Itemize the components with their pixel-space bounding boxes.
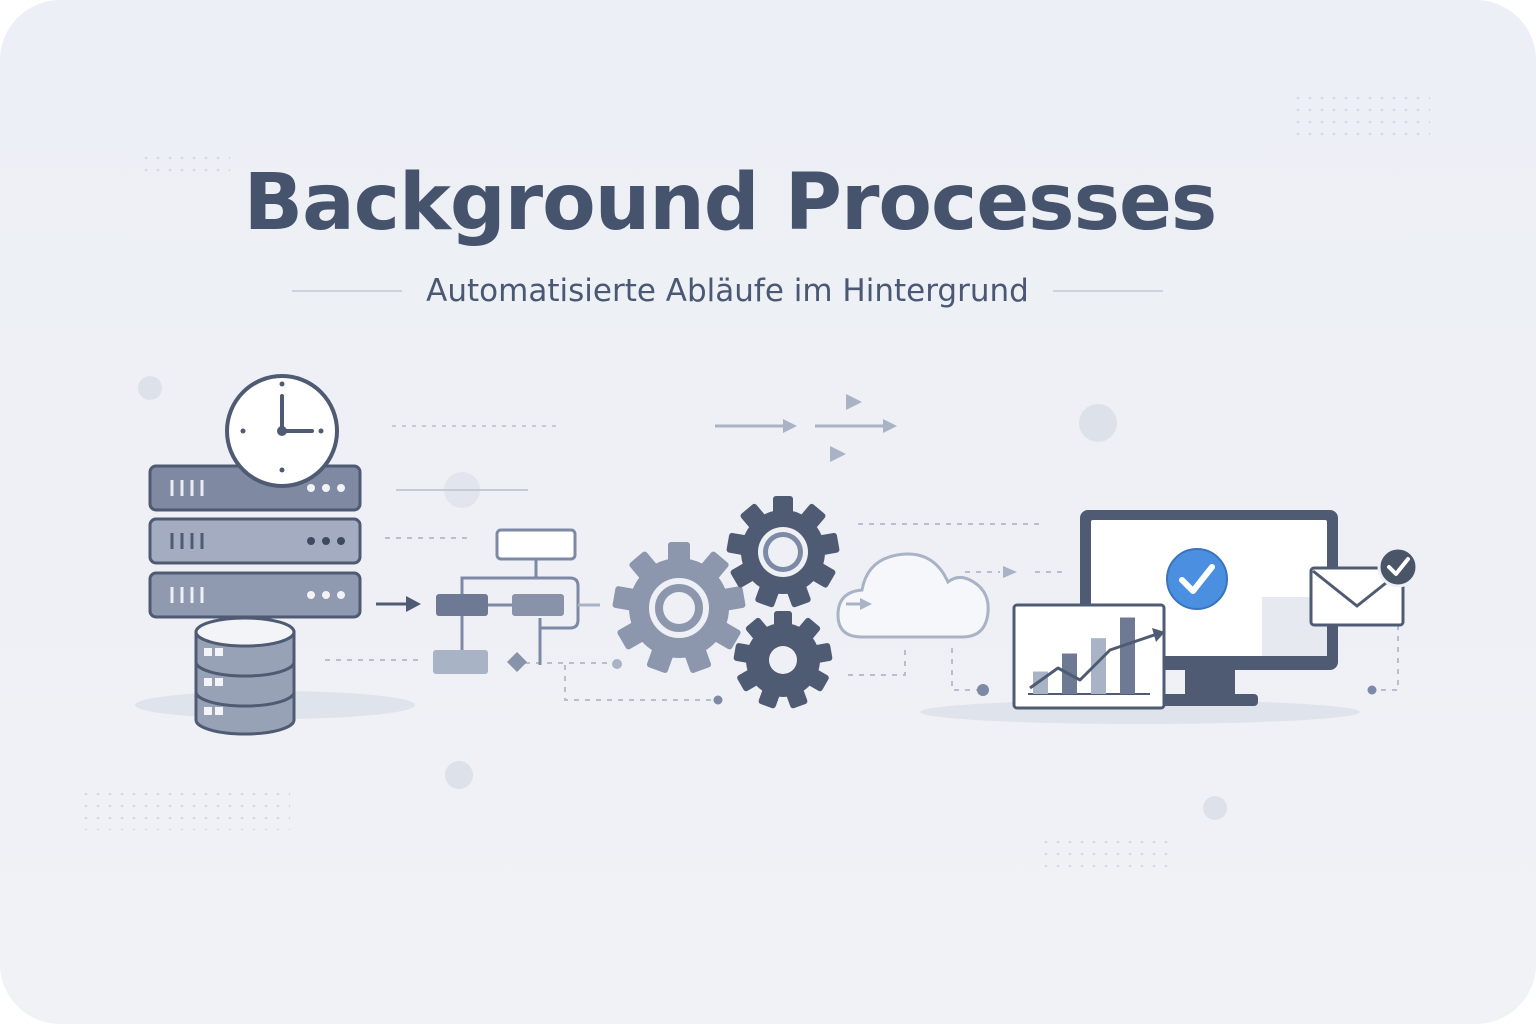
chart-bar: [1120, 617, 1135, 694]
gear-icon: [733, 611, 833, 710]
database-icon: [194, 616, 296, 736]
subtitle-divider-right: [1052, 290, 1163, 292]
server-unit: [148, 517, 362, 565]
server-stack-icon: [148, 464, 362, 619]
check-badge-icon: [1377, 546, 1419, 588]
gear-icon: [612, 542, 746, 674]
connector-dots: [612, 659, 1377, 705]
cloud-icon: [836, 552, 1017, 639]
subtitle-row: Automatisierte Abläufe im Hintergrund: [265, 266, 1190, 316]
server-unit: [148, 571, 362, 619]
motion-arrows: [392, 394, 897, 491]
arrow-right-icon: [376, 596, 421, 612]
clock-icon: [225, 374, 339, 488]
chart-bar: [1091, 638, 1106, 694]
subtitle-divider-left: [292, 290, 403, 292]
flowchart-icon: [433, 528, 600, 674]
decor-bubbles: [138, 376, 1227, 820]
gear-icon: [726, 496, 840, 609]
check-circle-icon: [1166, 548, 1228, 610]
bar-chart-icon: [1012, 603, 1166, 710]
page-title: Background Processes: [243, 158, 1218, 248]
decor-dot-grids: [75, 95, 1430, 868]
page-subtitle: Automatisierte Abläufe im Hintergrund: [426, 273, 1029, 309]
